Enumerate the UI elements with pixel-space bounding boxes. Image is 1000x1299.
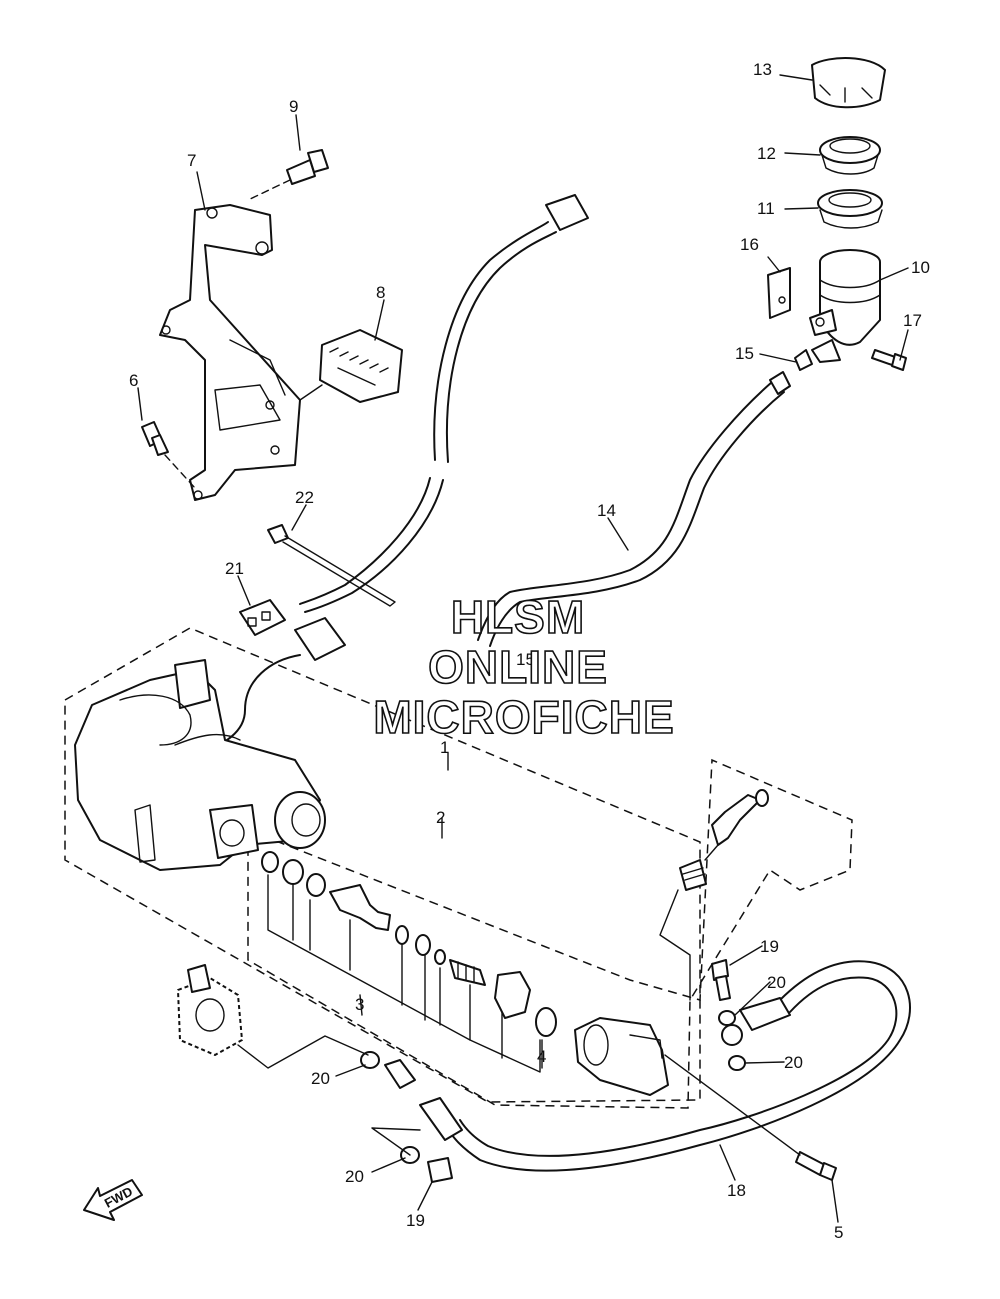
callout-1: 1: [440, 738, 449, 757]
callout-18: 18: [727, 1181, 746, 1200]
bolt-part-9: [247, 149, 329, 201]
plate-part-11: [817, 189, 883, 229]
master-cylinder-part-1: [74, 659, 326, 871]
forward-direction-arrow: FWD: [83, 1179, 143, 1221]
screw-part-17: [871, 349, 907, 371]
assembly-outlines: [64, 627, 853, 1109]
callout-19-upper: 19: [760, 937, 779, 956]
bracket-part-7: [159, 204, 301, 501]
callout-3: 3: [355, 995, 364, 1014]
watermark: HLSM ONLINE MICROFICHE: [373, 590, 675, 744]
diaphragm-part-12: [819, 136, 881, 175]
callout-8: 8: [376, 283, 385, 302]
watermark-line-2: ONLINE: [428, 641, 608, 693]
bolt-part-5: [664, 1054, 837, 1181]
hose-part-14: [477, 371, 791, 647]
clip-part-16: [767, 267, 791, 319]
callout-11: 11: [757, 199, 775, 218]
callout-22: 22: [295, 488, 314, 507]
callout-13: 13: [753, 60, 772, 79]
slave-cylinder: [574, 1017, 669, 1096]
wire-harness: [299, 194, 589, 613]
callout-20-right-upper: 20: [767, 973, 786, 992]
piston-kit-parts: [261, 851, 557, 1037]
hose-part-18: [419, 960, 911, 1172]
lower-fittings: [360, 1051, 453, 1183]
leader-lines: [137, 74, 909, 1223]
callout-labels: 1 2 3 4 5 6 7 8 9 10 11 12 13 14 15 15 1…: [129, 60, 930, 1242]
callout-9: 9: [289, 97, 298, 116]
callout-17: 17: [903, 311, 922, 330]
callout-2: 2: [436, 808, 445, 827]
callout-bracket-3: [267, 874, 541, 1073]
callout-21: 21: [225, 559, 244, 578]
callout-16: 16: [740, 235, 759, 254]
bolt-part-6: [141, 421, 196, 489]
callout-15b: 15: [516, 650, 535, 669]
cable-tie-part-22: [267, 524, 396, 607]
reservoir-cap-part-13: [811, 57, 886, 109]
callout-14: 14: [597, 501, 616, 520]
callout-20-left-upper: 20: [311, 1069, 330, 1088]
banjo-bolt-part-19-upper: [711, 959, 731, 1001]
callout-4: 4: [537, 1047, 546, 1066]
valve-part: [177, 964, 369, 1069]
washer-part-20-right: [718, 1010, 746, 1071]
callout-10: 10: [911, 258, 930, 277]
hose-fitting-parts: [679, 789, 769, 891]
callout-5: 5: [834, 1223, 843, 1242]
watermark-line-3: MICROFICHE: [373, 691, 674, 743]
reservoir-body-part-10: [809, 249, 881, 363]
rectifier-part-8: [299, 329, 403, 403]
callout-6: 6: [129, 371, 138, 390]
watermark-line-1: HLSM: [451, 591, 585, 643]
callout-15: 15: [735, 344, 754, 363]
callout-19-lower: 19: [406, 1211, 425, 1230]
callout-7: 7: [187, 151, 196, 170]
callout-20-right-lower: 20: [784, 1053, 803, 1072]
clamp-part-15a: [794, 349, 813, 371]
callout-12: 12: [757, 144, 776, 163]
callout-20-left-lower: 20: [345, 1167, 364, 1186]
connector-part-21: [189, 599, 346, 761]
